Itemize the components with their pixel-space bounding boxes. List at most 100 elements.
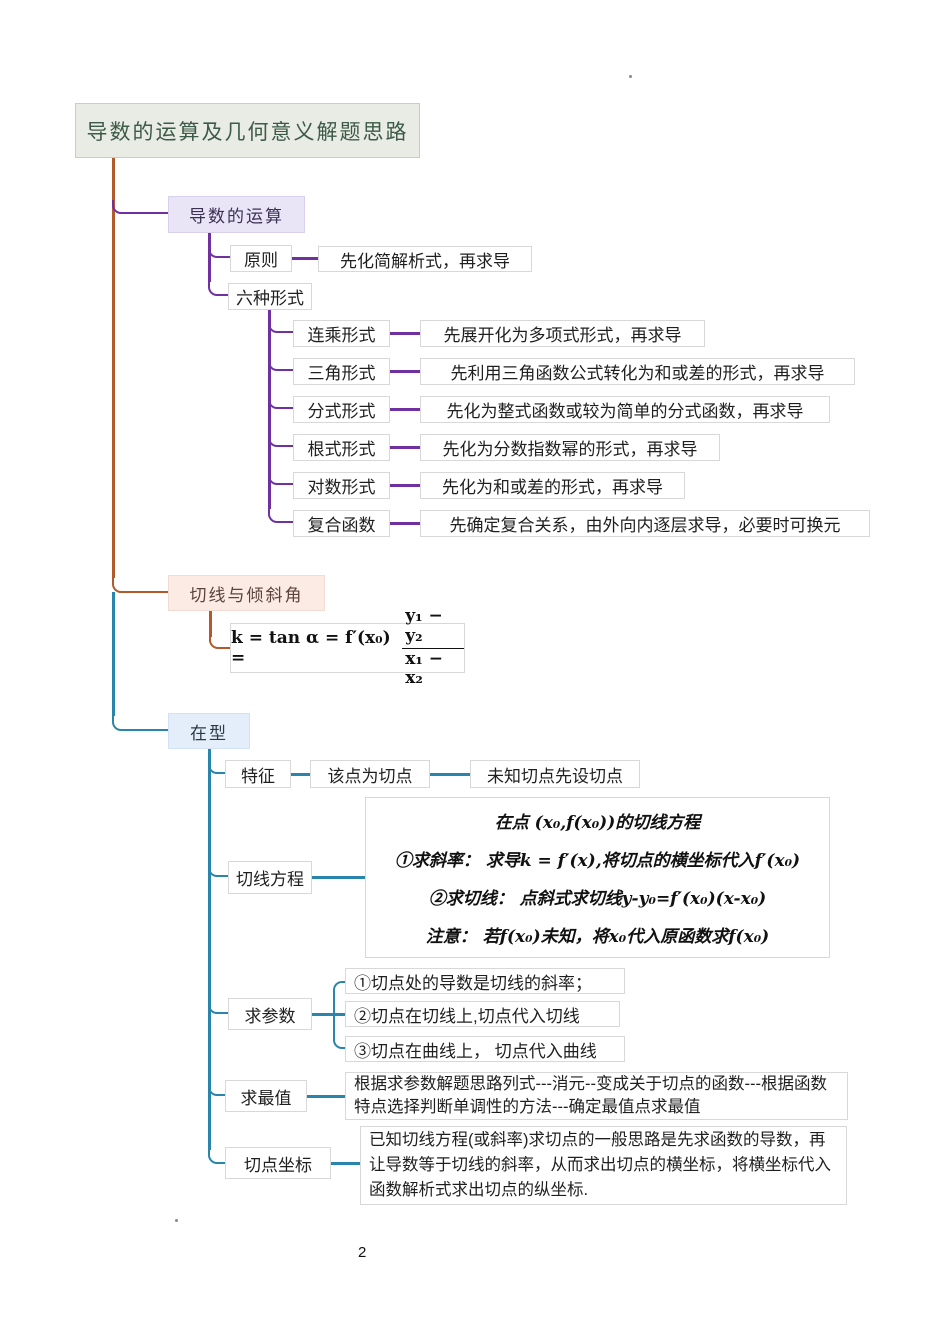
page-number: 2 (358, 1244, 366, 1261)
form-desc: 先化为整式函数或较为简单的分式函数，再求导 (446, 402, 804, 421)
extremum-desc-box: 根据求参数解题思路列式---消元--变成关于切点的函数---根据函数特点选择判断… (345, 1072, 848, 1120)
feature-connector-2 (430, 773, 470, 776)
form-label: 三角形式 (307, 364, 376, 383)
form-connector (390, 446, 420, 449)
form-label-box: 连乘形式 (293, 320, 390, 347)
principle-desc: 先化简解析式，再求导 (340, 251, 510, 271)
feature-connector-1 (291, 773, 310, 776)
fraction-denominator: x₁ − x₂ (405, 648, 443, 689)
params-item-text: ③切点在曲线上， 切点代入曲线 (354, 1041, 597, 1061)
params-item-box: ①切点处的导数是切线的斜率； (345, 968, 625, 994)
form-label: 分式形式 (307, 402, 376, 421)
params-item-text: ①切点处的导数是切线的斜率； (354, 973, 592, 993)
tangent-eq-elbow (208, 863, 228, 877)
params-label: 求参数 (244, 1006, 296, 1026)
principle-node: 原则 (230, 245, 292, 272)
params-elbow (208, 1000, 228, 1014)
extremum-elbow (208, 1082, 225, 1096)
stray-dot (629, 75, 632, 78)
derivative-ops-node: 导数的运算 (168, 196, 305, 233)
form-desc-box: 先确定复合关系，由外向内逐层求导，必要时可换元 (420, 510, 870, 537)
branch3-elbow (112, 716, 168, 731)
trunk-line (112, 158, 115, 578)
feature-tip-text: 未知切点先设切点 (487, 766, 623, 786)
form-label: 连乘形式 (307, 326, 376, 345)
feature-mid-text: 该点为切点 (327, 766, 413, 786)
form-label-box: 对数形式 (293, 472, 390, 499)
form-elbow-5 (268, 509, 293, 523)
form-label: 对数形式 (307, 478, 376, 497)
form-label-box: 复合函数 (293, 510, 390, 537)
tangent-point-desc-box: 已知切线方程(或斜率)求切点的一般思路是先求函数的导数，再让导数等于切线的斜率，… (360, 1126, 847, 1205)
params-item-text: ②切点在切线上,切点代入切线 (354, 1006, 580, 1026)
principle-connector (292, 257, 318, 260)
form-desc: 先确定复合关系，由外向内逐层求导，必要时可换元 (449, 516, 841, 535)
principle-label: 原则 (244, 251, 278, 270)
extremum-desc: 根据求参数解题思路列式---消元--变成关于切点的函数---根据函数特点选择判断… (354, 1075, 827, 1116)
tangent-point-desc: 已知切线方程(或斜率)求切点的一般思路是先求函数的导数，再让导数等于切线的斜率，… (369, 1131, 831, 1199)
form-desc: 先展开化为多项式形式，再求导 (443, 326, 682, 345)
form-label: 复合函数 (307, 516, 376, 535)
at-point-type-node: 在型 (168, 713, 250, 749)
tangent-eq-connector (312, 876, 365, 879)
tangent-eq-line4: 注意： 若f(x₀)未知，将x₀代入原函数求f(x₀) (425, 927, 770, 947)
tangent-eq-label: 切线方程 (236, 870, 304, 889)
branch1-line (208, 233, 211, 282)
slope-formula-fraction: y₁ − y₂ x₁ − x₂ (402, 607, 464, 688)
principle-elbow (208, 244, 230, 258)
feature-label: 特征 (241, 766, 275, 786)
six-forms-line (268, 310, 271, 509)
tangent-eq-content-box: 在点 (x₀,f(x₀))的切线方程 ①求斜率： 求导k = f′(x),将切点… (365, 797, 830, 958)
form-desc-box: 先利用三角函数公式转化为和或差的形式，再求导 (420, 358, 855, 385)
six-forms-elbow (208, 282, 228, 296)
principle-desc-box: 先化简解析式，再求导 (318, 246, 532, 272)
form-desc: 先利用三角函数公式转化为和或差的形式，再求导 (450, 364, 825, 383)
tangent-point-node: 切点坐标 (225, 1147, 331, 1179)
form-label-box: 分式形式 (293, 396, 390, 423)
tangent-angle-label: 切线与倾斜角 (189, 585, 304, 605)
feature-tip-box: 未知切点先设切点 (470, 760, 640, 788)
tangent-eq-line2: ①求斜率： 求导k = f′(x),将切点的横坐标代入f′(x₀) (394, 851, 801, 871)
six-forms-label: 六种形式 (236, 289, 304, 308)
form-desc-box: 先展开化为多项式形式，再求导 (420, 320, 705, 347)
form-desc-box: 先化为和或差的形式，再求导 (420, 472, 685, 499)
form-desc: 先化为和或差的形式，再求导 (442, 478, 663, 497)
form-label-box: 三角形式 (293, 358, 390, 385)
form-desc: 先化为分数指数幂的形式，再求导 (442, 440, 698, 459)
branch2-elbow (112, 578, 168, 593)
form-connector (390, 370, 420, 373)
extremum-label: 求最值 (240, 1088, 292, 1108)
form-desc-box: 先化为分数指数幂的形式，再求导 (420, 434, 720, 461)
root-title: 导数的运算及几何意义解题思路 (86, 119, 409, 144)
params-bracket-bottom (333, 1014, 345, 1049)
extremum-node: 求最值 (225, 1080, 307, 1112)
form-elbow-2 (268, 395, 293, 409)
feature-mid-box: 该点为切点 (310, 760, 430, 788)
params-bracket-mid (312, 1013, 345, 1016)
form-elbow-1 (268, 357, 293, 371)
page-number-text: 2 (358, 1244, 367, 1261)
form-label: 根式形式 (307, 440, 376, 459)
tangent-angle-node: 切线与倾斜角 (168, 575, 325, 611)
derivative-ops-label: 导数的运算 (189, 207, 284, 226)
stray-dot (175, 1219, 178, 1222)
extremum-connector (307, 1095, 345, 1098)
branch3-line (208, 749, 211, 1150)
tangent-eq-node: 切线方程 (228, 861, 312, 894)
branch1-elbow (112, 200, 168, 214)
form-connector (390, 484, 420, 487)
tangent-point-connector (331, 1162, 360, 1165)
branch3-trunk-line (112, 592, 115, 716)
feature-elbow (208, 760, 225, 774)
six-forms-node: 六种形式 (228, 283, 312, 310)
form-elbow-0 (268, 319, 293, 333)
params-node: 求参数 (228, 998, 312, 1030)
tangent-point-elbow (208, 1150, 225, 1164)
form-connector (390, 522, 420, 525)
feature-node: 特征 (225, 760, 291, 788)
root-node: 导数的运算及几何意义解题思路 (75, 103, 420, 158)
slope-formula-box: k = tan α = f′(x₀) = y₁ − y₂ x₁ − x₂ (230, 607, 465, 688)
tangent-point-label: 切点坐标 (244, 1155, 312, 1175)
tangent-eq-line1: 在点 (x₀,f(x₀))的切线方程 (494, 813, 701, 833)
